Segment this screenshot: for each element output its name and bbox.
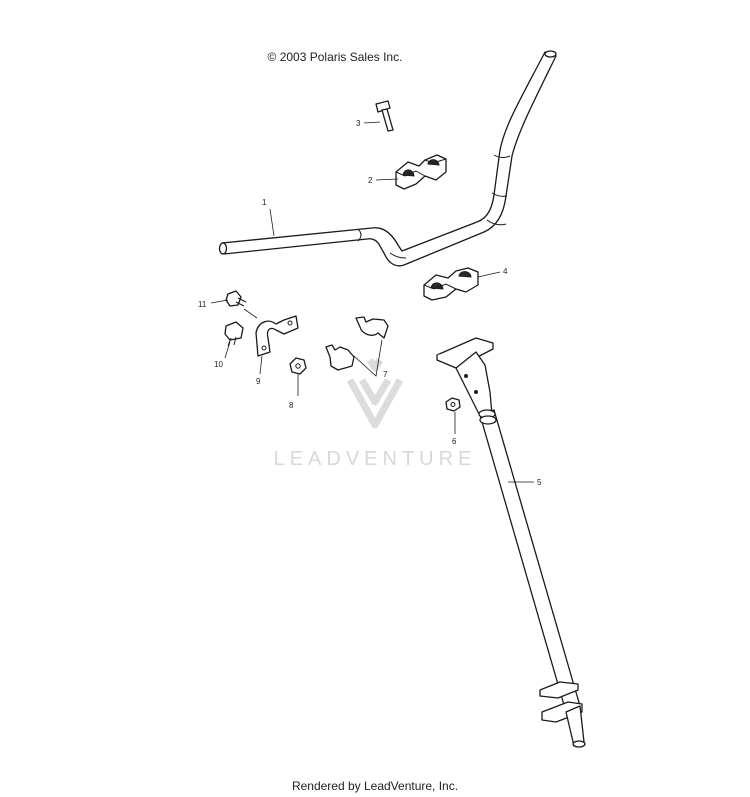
upper-clamp-icon[interactable] xyxy=(395,154,447,190)
callout-11: 11 xyxy=(198,300,207,309)
fitting-icon[interactable] xyxy=(225,290,247,307)
watermark-text: LEADVENTURE xyxy=(273,448,477,470)
screw-icon[interactable] xyxy=(224,321,244,347)
nut-icon[interactable] xyxy=(289,357,307,375)
bolt-icon[interactable] xyxy=(375,100,394,132)
callout-8: 8 xyxy=(289,401,294,410)
callout-1: 1 xyxy=(262,198,267,207)
callout-9: 9 xyxy=(256,377,261,386)
callout-6: 6 xyxy=(452,437,457,446)
callout-5: 5 xyxy=(537,478,542,487)
nut-icon[interactable] xyxy=(445,397,461,412)
rendered-by-footer: Rendered by LeadVenture, Inc. xyxy=(291,779,459,793)
copyright-notice: © 2003 Polaris Sales Inc. xyxy=(267,50,403,64)
leader-lines xyxy=(210,121,534,483)
leadventure-logo-icon xyxy=(346,358,404,429)
lower-clamp-icon[interactable] xyxy=(423,267,479,301)
callout-2: 2 xyxy=(368,176,373,185)
handlebar-icon[interactable] xyxy=(218,50,557,267)
callout-10: 10 xyxy=(214,360,223,369)
steering-post-icon[interactable] xyxy=(436,337,586,748)
callout-3: 3 xyxy=(356,119,361,128)
bracket-icon[interactable] xyxy=(255,315,299,357)
callout-7: 7 xyxy=(383,370,388,379)
bushing-icon[interactable] xyxy=(325,316,389,371)
callout-4: 4 xyxy=(503,267,508,276)
